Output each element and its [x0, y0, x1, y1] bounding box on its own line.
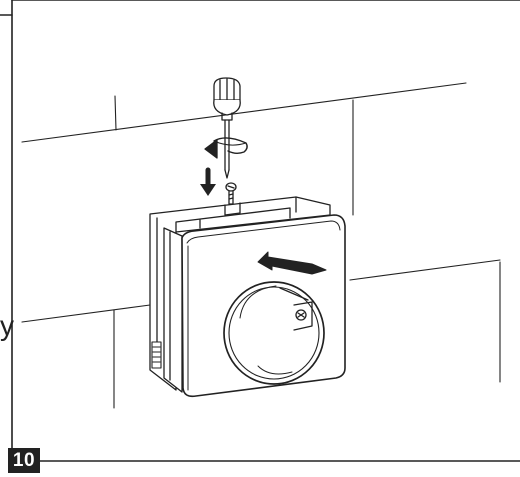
fan-unit — [149, 196, 346, 398]
screwdriver-icon — [213, 77, 241, 179]
screw-icon — [225, 182, 237, 205]
step-number-badge: 10 — [8, 448, 40, 473]
wall-tiles — [21, 82, 501, 409]
edge-text-fragment: y — [0, 310, 14, 341]
page-frame — [0, 0, 520, 462]
down-arrow-icon — [200, 167, 216, 196]
rotate-arrow-icon — [204, 137, 248, 159]
